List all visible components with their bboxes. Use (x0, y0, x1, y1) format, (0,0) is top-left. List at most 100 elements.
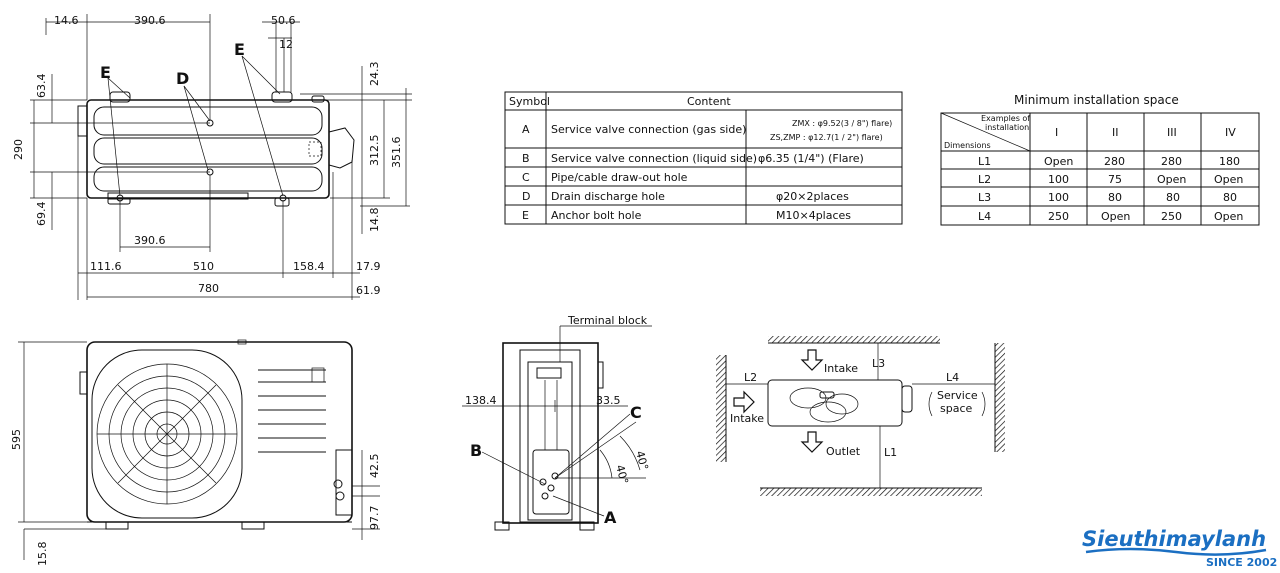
col-ii: II (1112, 126, 1119, 139)
label-c: C (630, 403, 642, 422)
dim-l1: L1 (884, 446, 897, 459)
row-l1-iii: 280 (1161, 155, 1182, 168)
spec-header-symbol: Symbol (509, 95, 550, 108)
dim-right-bottom: 14.8 (368, 208, 381, 233)
row-l4-i: 250 (1048, 210, 1069, 223)
dim-left-upper: 63.4 (35, 74, 48, 99)
intake-top-label: Intake (824, 362, 858, 375)
corner-top-1: Examples of (981, 114, 1030, 123)
col-iv: IV (1225, 126, 1236, 139)
spec-row-b-content: Service valve connection (liquid side) (551, 152, 757, 165)
dim-bottom-c: 158.4 (293, 260, 325, 273)
row-l4-iii: 250 (1161, 210, 1182, 223)
dim-top-width: 390.6 (134, 14, 166, 27)
service-space-label-1: Service (937, 389, 978, 402)
label-d: D (176, 69, 189, 88)
row-l1-i: Open (1044, 155, 1073, 168)
top-view-drawing (30, 14, 412, 300)
logo-tagline: SINCE 2002 (1206, 556, 1277, 569)
install-space-table: Minimum installation space Examples of i… (940, 93, 1260, 226)
dim-bottom-a: 111.6 (90, 260, 122, 273)
front-view-dimensions: 595 42.5 97.7 15.8 (10, 429, 381, 566)
terminal-block-label: Terminal block (567, 314, 648, 327)
dim-side-right: 33.5 (596, 394, 621, 407)
spec-row-c-symbol: C (522, 171, 530, 184)
row-l1-ii: 280 (1104, 155, 1125, 168)
col-iii: III (1167, 126, 1177, 139)
spec-row-d-symbol: D (522, 190, 530, 203)
dim-front-bottom-left: 15.8 (36, 542, 49, 567)
dim-right-mid: 312.5 (368, 135, 381, 167)
row-l2-iii: Open (1157, 173, 1186, 186)
row-l2-name: L2 (978, 173, 991, 186)
spec-row-a-value-2: ZS,ZMP : φ12.7(1 / 2") flare) (770, 133, 883, 142)
row-l2-ii: 75 (1108, 173, 1122, 186)
dim-front-right-lower: 97.7 (368, 506, 381, 531)
dim-right-total: 351.6 (390, 137, 403, 169)
label-e-right: E (234, 40, 245, 59)
spec-row-e-value: M10×4places (776, 209, 851, 222)
corner-bottom: Dimensions (944, 141, 991, 150)
dim-l2: L2 (744, 371, 757, 384)
spec-row-a-content: Service valve connection (gas side) (551, 123, 746, 136)
dim-left-height: 290 (12, 139, 25, 160)
dim-bottom-total: 780 (198, 282, 219, 295)
row-l3-iv: 80 (1223, 191, 1237, 204)
side-view-labels: Terminal block 138.4 33.5 40° 40° B C A (465, 314, 651, 527)
space-diagram-labels: Intake Intake Outlet Service space L2 L4… (730, 357, 978, 459)
row-l3-ii: 80 (1108, 191, 1122, 204)
row-l3-name: L3 (978, 191, 991, 204)
row-l1-iv: 180 (1219, 155, 1240, 168)
row-l4-iv: Open (1214, 210, 1243, 223)
dim-bottom-e: 61.9 (356, 284, 381, 297)
row-l3-iii: 80 (1166, 191, 1180, 204)
label-b: B (470, 441, 482, 460)
install-space-title: Minimum installation space (1014, 93, 1179, 107)
angle-lower: 40° (613, 463, 631, 485)
spec-row-b-value: φ6.35 (1/4") (Flare) (758, 152, 864, 165)
row-l1-name: L1 (978, 155, 991, 168)
dim-top-left-offset: 14.6 (54, 14, 79, 27)
dim-bottom-d: 17.9 (356, 260, 381, 273)
service-space-label-2: space (940, 402, 973, 415)
top-view-dimensions: 14.6 390.6 50.6 12 63.4 290 69.4 24.3 31… (12, 14, 403, 297)
brand-logo: Sieuthimaylanh SINCE 2002 (1082, 527, 1277, 569)
corner-top-2: installation (985, 123, 1029, 132)
row-l4-name: L4 (978, 210, 991, 223)
label-a: A (604, 508, 617, 527)
spec-row-a-value-1: ZMX : φ9.52(3 / 8") flare) (792, 119, 892, 128)
spec-row-c-content: Pipe/cable draw-out hole (551, 171, 688, 184)
side-view-drawing (462, 325, 652, 531)
spec-row-e-content: Anchor bolt hole (551, 209, 642, 222)
dim-top-right-inner: 12 (279, 38, 293, 51)
spec-row-d-value: φ20×2places (776, 190, 849, 203)
spec-header-content: Content (687, 95, 731, 108)
spec-row-d-content: Drain discharge hole (551, 190, 665, 203)
label-e-left: E (100, 63, 111, 82)
dim-side-left: 138.4 (465, 394, 497, 407)
dim-bottom-b: 510 (193, 260, 214, 273)
spec-row-a-symbol: A (522, 123, 530, 136)
dim-front-height: 595 (10, 429, 23, 450)
row-l2-i: 100 (1048, 173, 1069, 186)
row-l3-i: 100 (1048, 191, 1069, 204)
dim-l3: L3 (872, 357, 885, 370)
spec-row-e-symbol: E (522, 209, 529, 222)
dim-bottom-inner-width: 390.6 (134, 234, 166, 247)
wave-icon (1085, 547, 1267, 556)
angle-upper: 40° (633, 449, 651, 471)
intake-left-label: Intake (730, 412, 764, 425)
dim-top-right-width: 50.6 (271, 14, 296, 27)
row-l4-ii: Open (1101, 210, 1130, 223)
spec-row-b-symbol: B (522, 152, 530, 165)
dim-front-right-upper: 42.5 (368, 454, 381, 479)
front-view-drawing (18, 339, 380, 560)
space-diagram (716, 336, 1005, 496)
logo-name: Sieuthimaylanh (1082, 527, 1266, 551)
dim-left-lower: 69.4 (35, 202, 48, 227)
dim-l4: L4 (946, 371, 959, 384)
dim-right-top: 24.3 (368, 62, 381, 87)
row-l2-iv: Open (1214, 173, 1243, 186)
outlet-label: Outlet (826, 445, 861, 458)
